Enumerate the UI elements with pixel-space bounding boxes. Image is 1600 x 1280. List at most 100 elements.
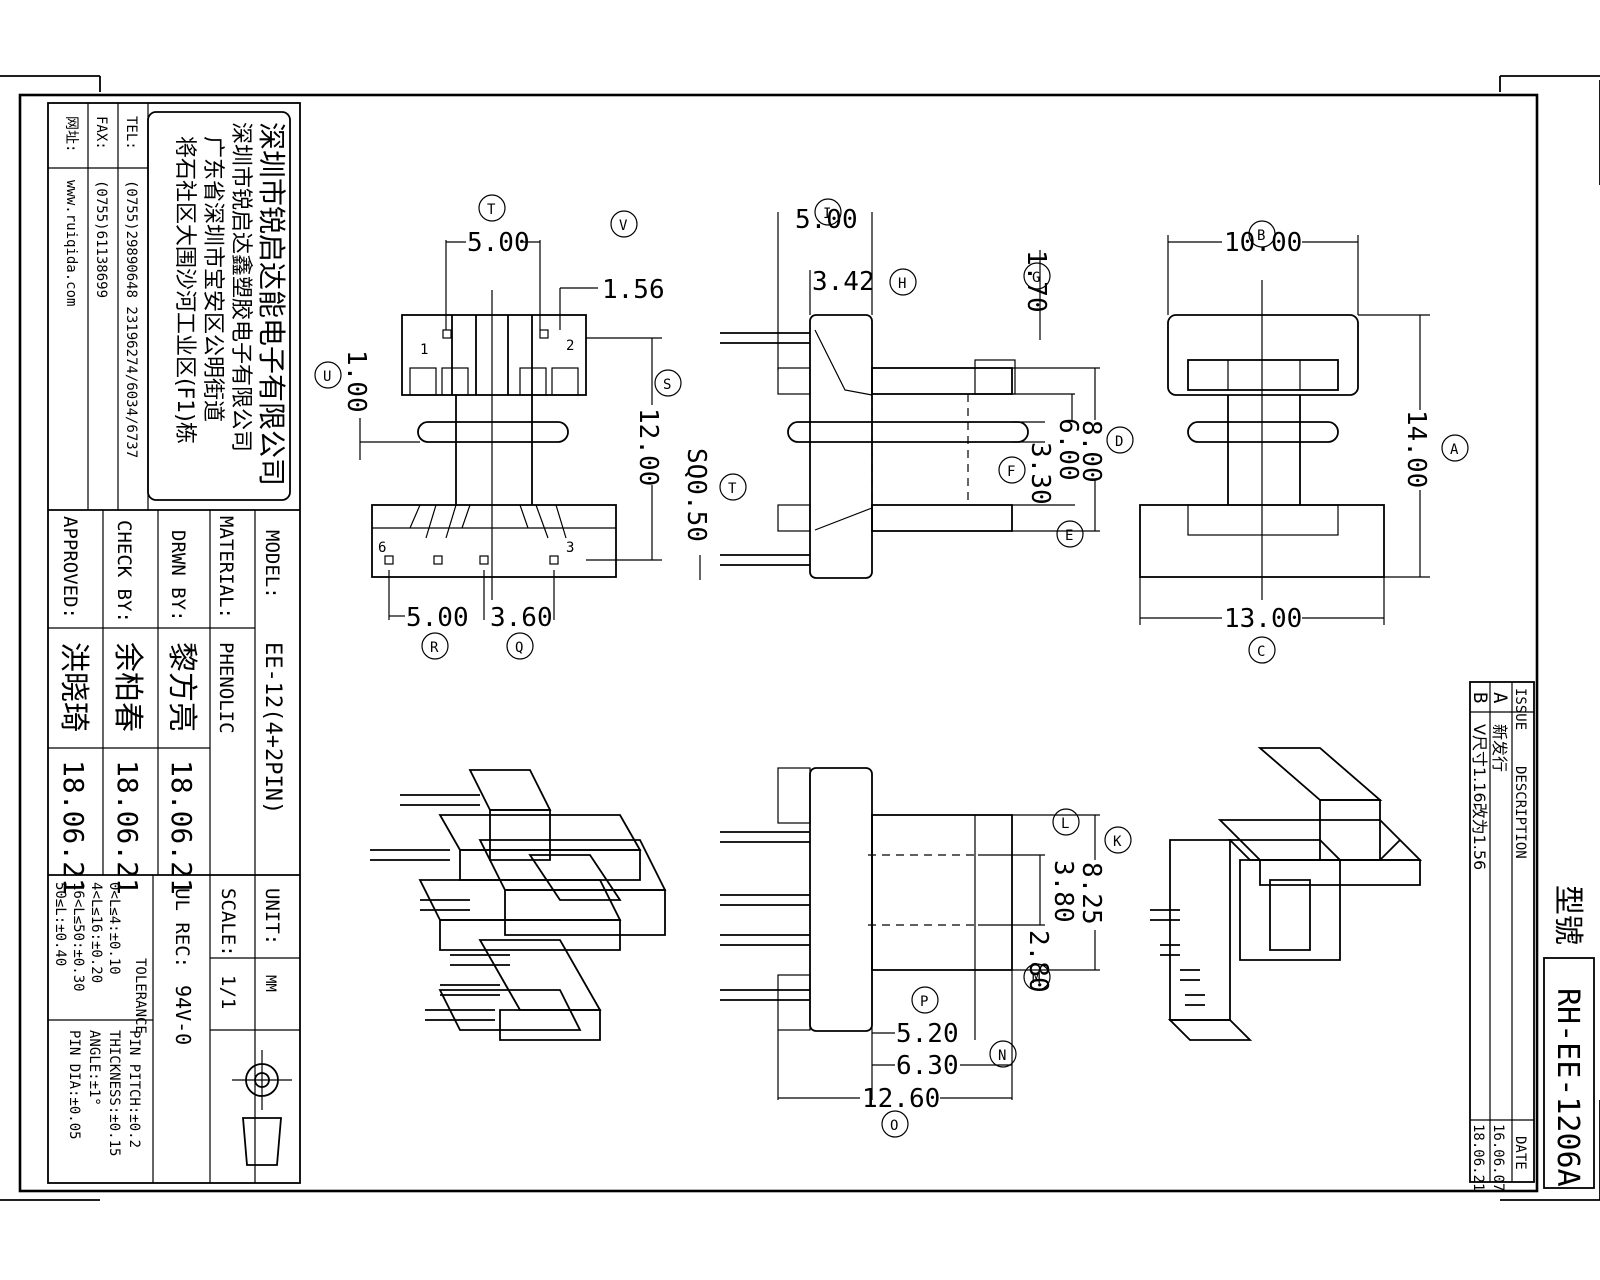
approved-date: 18.06.21 [57, 760, 90, 895]
tolerance-7: ANGLE:±1° [86, 1030, 102, 1106]
rev-b-issue: B [1469, 692, 1491, 703]
callout-H: H [889, 268, 917, 296]
svg-text:N: N [998, 1048, 1006, 1064]
callout-T: T [478, 194, 506, 222]
dim-D: 8.00 [1076, 420, 1106, 483]
svg-text:K: K [1113, 834, 1122, 850]
dim-H: 3.42 [812, 267, 875, 297]
callout-N: N [989, 1040, 1017, 1068]
dim-Q: 3.60 [490, 603, 553, 633]
callout-F: F [998, 456, 1026, 484]
callout-B: B [1248, 220, 1276, 248]
top-view: 10.00 14.00 13.00 [1139, 228, 1431, 634]
callout-I: I [814, 198, 842, 226]
svg-text:T: T [728, 481, 737, 497]
check-date: 18.06.21 [111, 760, 144, 895]
tolerance-4: 50≤L:±0.40 [52, 882, 68, 966]
drawn-date: 18.06.21 [165, 760, 198, 895]
callouts: T V U S R Q I H G D F E T B A C K L M P … [314, 194, 1469, 1138]
bottom-view: 8.25 3.80 2.80 5.20 6.30 12.60 [720, 767, 1106, 1114]
dim-K: 8.25 [1076, 862, 1106, 925]
callout-P: P [911, 986, 939, 1014]
rev-b-date: 18.06.21 [1470, 1124, 1486, 1191]
svg-text:F: F [1007, 464, 1015, 480]
callout-L: L [1052, 808, 1080, 836]
model-label: MODEL: [261, 530, 283, 599]
svg-text:Q: Q [515, 640, 523, 656]
description-label: DESCRIPTION [1512, 766, 1528, 859]
svg-text:G: G [1032, 270, 1040, 286]
tolerance-5: PIN PITCH:±0.2 [126, 1030, 142, 1148]
svg-text:T: T [487, 202, 496, 218]
svg-text:S: S [663, 377, 671, 393]
drawn-label: DRWN BY: [167, 530, 189, 622]
dim-G: 1.70 [1021, 250, 1051, 313]
callout-C: C [1248, 636, 1276, 664]
callout-D: D [1106, 426, 1134, 454]
company-sub-name: 深圳市锐启达鑫塑胶电子有限公司 [228, 122, 253, 452]
company-address1: 广东省深圳市宝安区公明街道 [200, 136, 225, 422]
rev-a-desc: 新发行 [1490, 724, 1509, 772]
pin-label-1: 1 [420, 342, 428, 358]
side-view: 5.00 3.42 1.70 8.00 6.00 3.30 SQ0.50 [681, 205, 1106, 580]
svg-text:A: A [1450, 442, 1459, 458]
projection-symbol-icon [232, 1050, 292, 1166]
callout-E: E [1056, 520, 1084, 548]
title-block: 深圳市锐启达能电子有限公司 深圳市锐启达鑫塑胶电子有限公司 广东省深圳市宝安区公… [47, 102, 301, 1184]
callout-V: V [610, 210, 638, 238]
part-number-block: 型號 RH-EE-1206A [1543, 885, 1595, 1189]
pin-label-3: 3 [566, 540, 574, 556]
part-number: RH-EE-1206A [1550, 988, 1585, 1187]
dim-F1: 6.00 [1053, 418, 1083, 481]
model-value: EE-12(4+2PIN) [260, 642, 285, 814]
svg-text:M: M [1032, 971, 1040, 987]
callout-Q: Q [506, 632, 534, 660]
tel-label: TEL: [123, 116, 139, 150]
dim-R: 5.00 [406, 603, 469, 633]
approved-name: 洪晓琦 [56, 642, 91, 732]
approved-label: APPROVED: [59, 516, 81, 619]
dim-O: 12.60 [862, 1084, 940, 1114]
callout-U: U [314, 361, 342, 389]
callout-M: M [1023, 963, 1051, 991]
pin-label-6: 6 [378, 540, 386, 556]
dim-C: 13.00 [1224, 604, 1302, 634]
part-type-label: 型號 [1550, 885, 1585, 945]
svg-text:R: R [430, 640, 439, 656]
svg-text:E: E [1065, 528, 1073, 544]
unit-value: MM [262, 975, 278, 992]
svg-text:I: I [823, 206, 831, 222]
callout-G: G [1023, 262, 1051, 290]
web-value: www.ruiqida.com [63, 180, 79, 306]
isometric-view-left [370, 769, 667, 1041]
scale-label: SCALE: [217, 888, 239, 957]
svg-text:U: U [323, 369, 331, 385]
dim-L: 3.80 [1048, 860, 1078, 923]
drawn-name: 黎方亮 [164, 642, 199, 732]
tolerance-3: 16<L≤50:±0.30 [70, 882, 86, 992]
tolerance-8: PIN DIA:±0.05 [66, 1030, 82, 1140]
web-label: 网址: [63, 116, 79, 152]
isometric-view-right [1150, 747, 1423, 1041]
material-label: MATERIAL: [215, 516, 237, 619]
dim-T: 5.00 [467, 228, 530, 258]
dim-T2: SQ0.50 [681, 448, 711, 542]
check-label: CHECK BY: [113, 520, 135, 623]
material-value: PHENOLIC [215, 642, 237, 734]
tolerance-2: 4<L≤16:±0.20 [88, 882, 104, 983]
fax-label: FAX: [93, 116, 109, 150]
ul-label: UL REC: [171, 888, 193, 968]
check-name: 余柏春 [110, 642, 145, 732]
tolerance-1: 0<L≤4:±0.10 [106, 882, 122, 975]
dim-N: 6.30 [896, 1051, 959, 1081]
callout-R: R [421, 632, 449, 660]
corner-marks [0, 75, 1600, 1201]
dim-F2: 3.30 [1025, 442, 1055, 505]
svg-text:O: O [890, 1118, 898, 1134]
unit-label: UNIT: [261, 888, 283, 945]
svg-text:H: H [898, 276, 906, 292]
dim-S: 12.00 [633, 408, 663, 486]
dim-P: 5.20 [896, 1019, 959, 1049]
rev-a-date: 16.06.07 [1490, 1124, 1506, 1191]
